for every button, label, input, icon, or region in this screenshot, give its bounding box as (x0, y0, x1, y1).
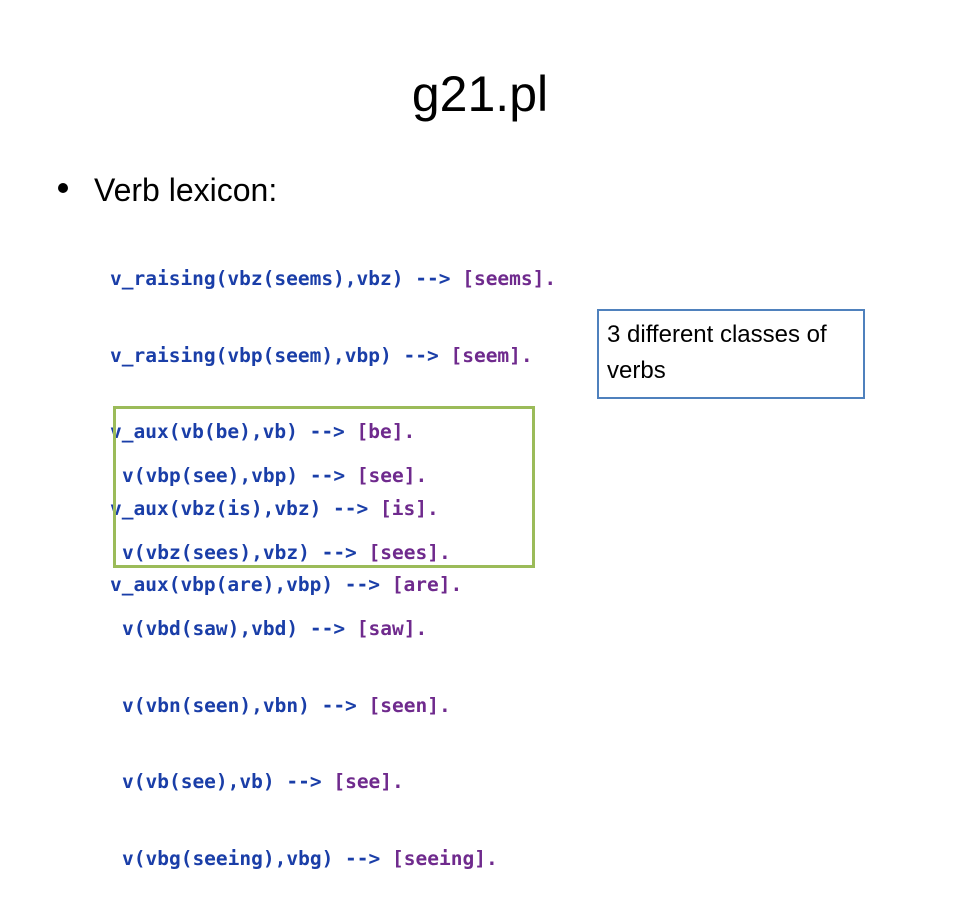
bullet-icon (58, 183, 68, 193)
code-line: v_aux(vbz(is),vbz) --> [is]. (110, 496, 439, 520)
code-block-main-verbs: v(vbp(see),vbp) --> [see]. v(vbz(sees),v… (113, 406, 535, 870)
code-line: v(vbg(seeing),vbg) --> [seeing]. (122, 846, 498, 870)
code-line: v(vbp(see),vbp) --> [see]. (122, 464, 428, 487)
code-line: v(vb(see),vb) --> [see]. (122, 770, 404, 793)
code-line: v_raising(vbp(seem),vbp) --> [seem]. (110, 343, 533, 367)
code-block-raising-aux: v_raising(vbz(seems),vbz) --> [seems]. v… (110, 215, 556, 623)
code-line: v_aux(vb(be),vb) --> [be]. (110, 420, 416, 443)
code-line: v(vbz(sees),vbz) --> [sees]. (122, 540, 451, 564)
code-line: v(vbd(saw),vbd) --> [saw]. (122, 617, 428, 640)
bullet-text: Verb lexicon: (94, 172, 278, 208)
slide-title: g21.pl (411, 66, 549, 122)
code-line: v_aux(vbp(are),vbp) --> [are]. (110, 573, 463, 596)
code-line: v_raising(vbz(seems),vbz) --> [seems]. (110, 267, 557, 290)
bullet-item: Verb lexicon: (58, 168, 277, 212)
note-callout: 3 different classes of verbs (597, 309, 865, 399)
code-line: v(vbn(seen),vbn) --> [seen]. (122, 693, 451, 717)
